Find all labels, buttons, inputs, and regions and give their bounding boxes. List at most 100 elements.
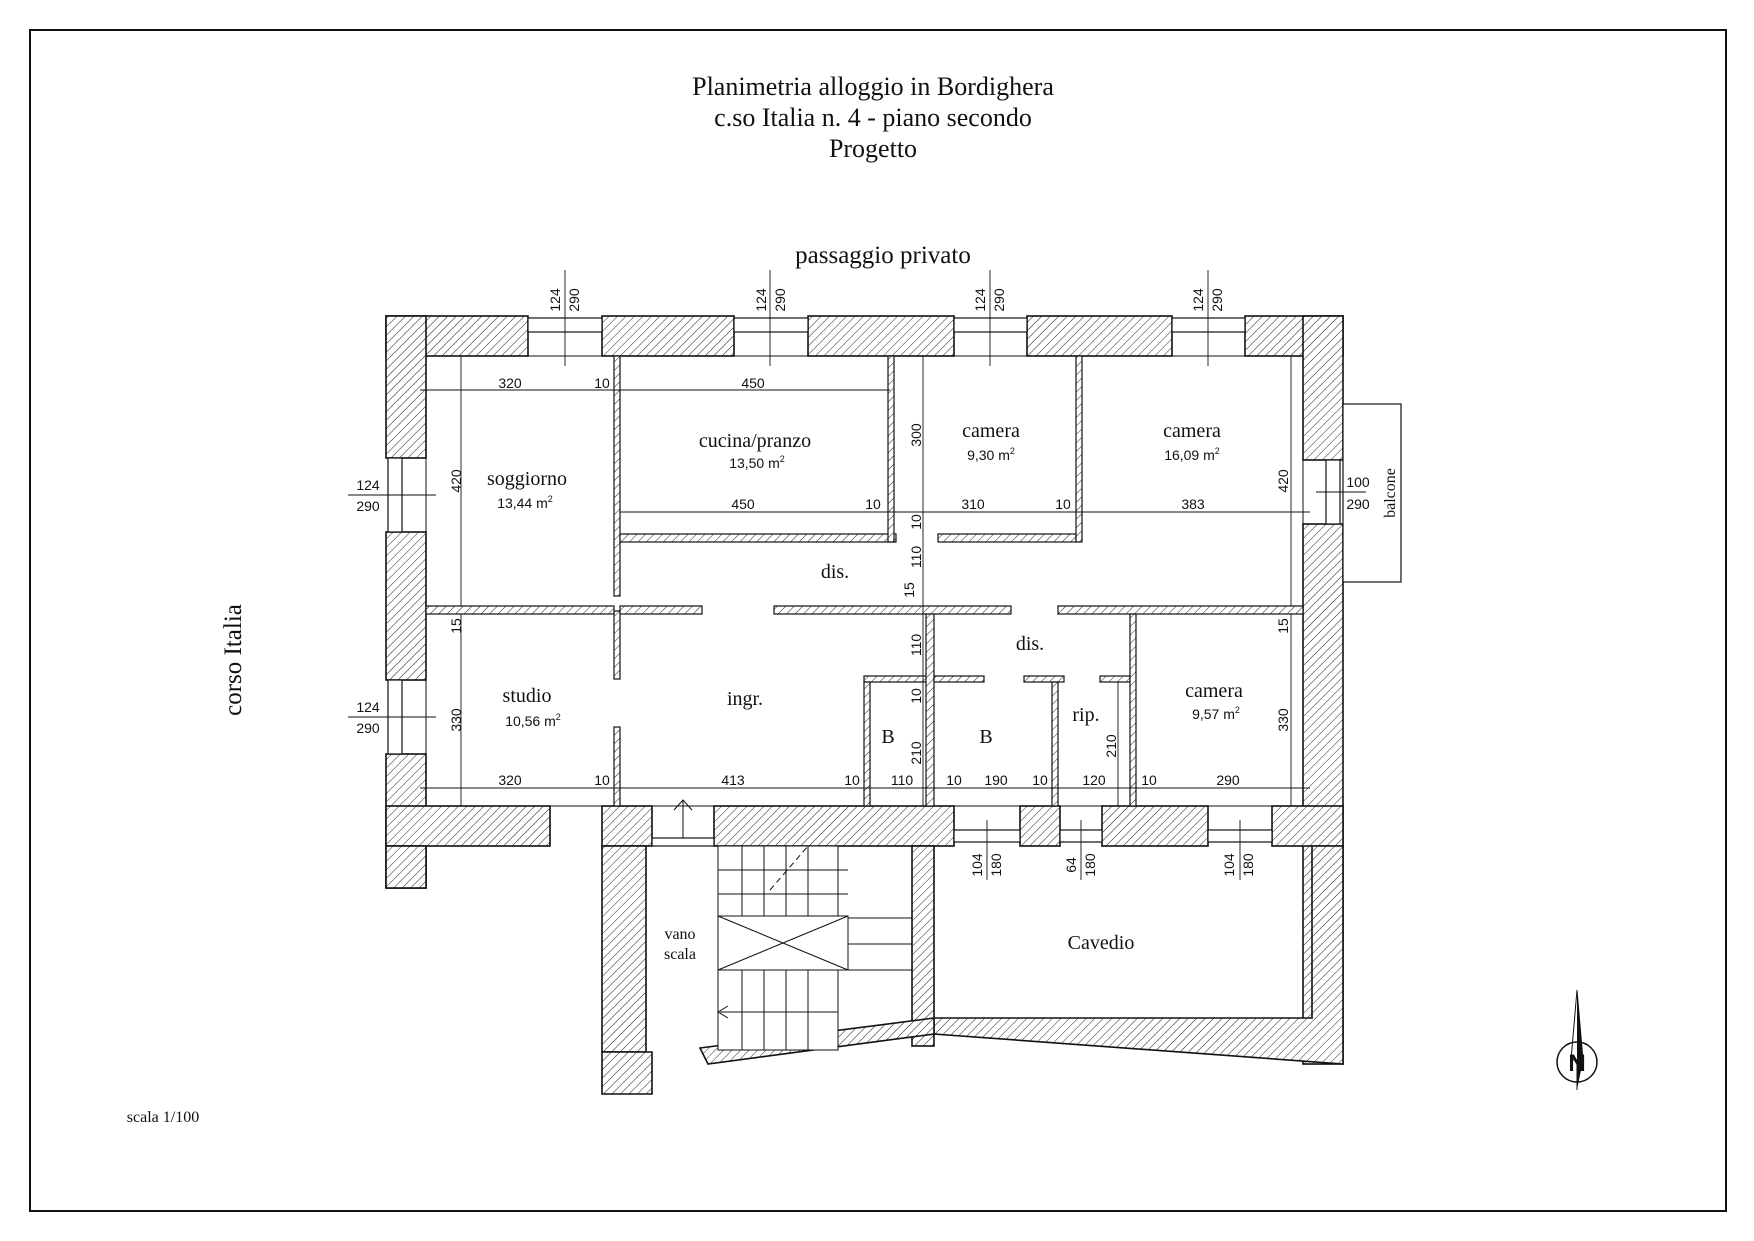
street-label-left: corso Italia bbox=[220, 604, 247, 716]
partition bbox=[933, 675, 985, 683]
room-name-cavedio: Cavedio bbox=[1068, 932, 1135, 954]
dim-window-1b: 290 bbox=[566, 288, 582, 312]
room-area-studio: 10,56 m2 bbox=[505, 712, 561, 729]
dim-bot-10d: 10 bbox=[1032, 772, 1048, 788]
dim-window-4a: 124 bbox=[1190, 288, 1206, 312]
dim-window-2a: 124 bbox=[753, 288, 769, 312]
room-name-studio: studio bbox=[503, 685, 552, 707]
dim-bot-413: 413 bbox=[721, 772, 745, 788]
wall bbox=[601, 315, 735, 357]
wall bbox=[385, 845, 427, 889]
dim-top-10: 10 bbox=[594, 375, 610, 391]
dim-mid-10a: 10 bbox=[865, 496, 881, 512]
room-name-ripostiglio: rip. bbox=[1072, 704, 1099, 726]
room-area-camera-2: 16,09 m2 bbox=[1164, 446, 1220, 463]
partition bbox=[1057, 605, 1304, 615]
wall bbox=[601, 805, 653, 847]
partition bbox=[863, 675, 935, 683]
partition bbox=[925, 613, 935, 807]
room-name-dis-1: dis. bbox=[821, 561, 849, 583]
partition bbox=[773, 605, 1012, 615]
dim-window-1a: 124 bbox=[547, 288, 563, 312]
partition bbox=[1099, 675, 1131, 683]
room-name-camera-1: camera bbox=[962, 420, 1020, 442]
dimension-lines bbox=[348, 270, 1366, 880]
partition bbox=[1023, 675, 1065, 683]
wall bbox=[713, 805, 955, 847]
wall bbox=[933, 845, 1344, 1065]
title-line-1: Planimetria alloggio in Bordighera bbox=[692, 72, 1054, 101]
dim-window-left-1a: 124 bbox=[356, 477, 380, 493]
window bbox=[733, 317, 809, 333]
wall bbox=[807, 315, 955, 357]
dim-v-420a: 420 bbox=[448, 469, 464, 493]
wall bbox=[911, 845, 935, 1047]
title-line-3: Progetto bbox=[829, 134, 917, 163]
window bbox=[953, 317, 1028, 333]
room-area-cucina: 13,50 m2 bbox=[729, 454, 785, 471]
room-name-bagno-2: B bbox=[979, 726, 992, 748]
dim-bot-120: 120 bbox=[1082, 772, 1106, 788]
dim-bot-110: 110 bbox=[891, 772, 914, 788]
partition bbox=[613, 610, 621, 680]
staircase bbox=[717, 845, 912, 1051]
dim-window-left-2a: 124 bbox=[356, 699, 380, 715]
wall bbox=[385, 805, 551, 847]
wall bbox=[1302, 315, 1344, 461]
dim-bot-290: 290 bbox=[1216, 772, 1240, 788]
dim-v-15b: 15 bbox=[448, 618, 464, 634]
dim-mid-10c: 10 bbox=[1055, 496, 1071, 512]
dim-top-320: 320 bbox=[498, 375, 522, 391]
street-label-top: passaggio privato bbox=[795, 242, 971, 269]
wall bbox=[385, 531, 427, 681]
north-label: N bbox=[1568, 1050, 1585, 1077]
north-arrow-icon: N bbox=[1556, 989, 1598, 1090]
dim-bot-190: 190 bbox=[984, 772, 1008, 788]
dim-bot-10b: 10 bbox=[844, 772, 860, 788]
room-name-soggiorno: soggiorno bbox=[487, 468, 567, 490]
partition bbox=[937, 533, 1077, 543]
partition bbox=[425, 605, 615, 615]
partition bbox=[1075, 355, 1083, 543]
room-name-scala: scala bbox=[664, 946, 696, 963]
dim-v-300: 300 bbox=[908, 423, 924, 447]
dim-v-10: 10 bbox=[908, 688, 924, 704]
dim-window-bottom-3a: 104 bbox=[1221, 853, 1237, 877]
dim-top-450: 450 bbox=[741, 375, 765, 391]
room-name-dis-2: dis. bbox=[1016, 633, 1044, 655]
partition bbox=[613, 726, 621, 807]
window bbox=[1171, 317, 1246, 333]
dim-v-110b: 110 bbox=[908, 634, 924, 657]
room-name-bagno-1: B bbox=[881, 726, 894, 748]
dim-bot-10e: 10 bbox=[1141, 772, 1157, 788]
dim-window-bottom-1a: 104 bbox=[969, 853, 985, 877]
door bbox=[651, 837, 715, 847]
dim-v-15c: 15 bbox=[1275, 618, 1291, 634]
dim-window-left-2b: 290 bbox=[356, 720, 380, 736]
drawing-frame bbox=[29, 29, 1727, 1212]
dim-window-bottom-2b: 180 bbox=[1082, 853, 1098, 877]
room-name-cucina: cucina/pranzo bbox=[699, 430, 811, 452]
room-name-ingr: ingr. bbox=[727, 688, 763, 710]
room-name-vano: vano bbox=[664, 926, 695, 943]
dim-window-bottom-2a: 64 bbox=[1063, 857, 1079, 873]
dim-window-bottom-3b: 180 bbox=[1240, 853, 1256, 877]
dim-bot-10a: 10 bbox=[594, 772, 610, 788]
dim-window-3a: 124 bbox=[972, 288, 988, 312]
dim-v-210a: 210 bbox=[908, 741, 924, 765]
room-area-soggiorno: 13,44 m2 bbox=[497, 494, 553, 511]
wall bbox=[1026, 315, 1173, 357]
dim-window-3b: 290 bbox=[991, 288, 1007, 312]
dim-window-right-b: 290 bbox=[1346, 496, 1370, 512]
dim-mid-310: 310 bbox=[961, 496, 985, 512]
dim-v-330a: 330 bbox=[448, 708, 464, 732]
wall bbox=[1019, 805, 1061, 847]
title-line-2: c.so Italia n. 4 - piano secondo bbox=[714, 103, 1032, 132]
partition bbox=[887, 355, 895, 543]
wall bbox=[1271, 805, 1344, 847]
balcony-label: balcone bbox=[1382, 468, 1399, 518]
partition bbox=[1051, 681, 1059, 807]
room-name-camera-3: camera bbox=[1185, 680, 1243, 702]
dim-v-110a: 110 bbox=[908, 546, 924, 569]
